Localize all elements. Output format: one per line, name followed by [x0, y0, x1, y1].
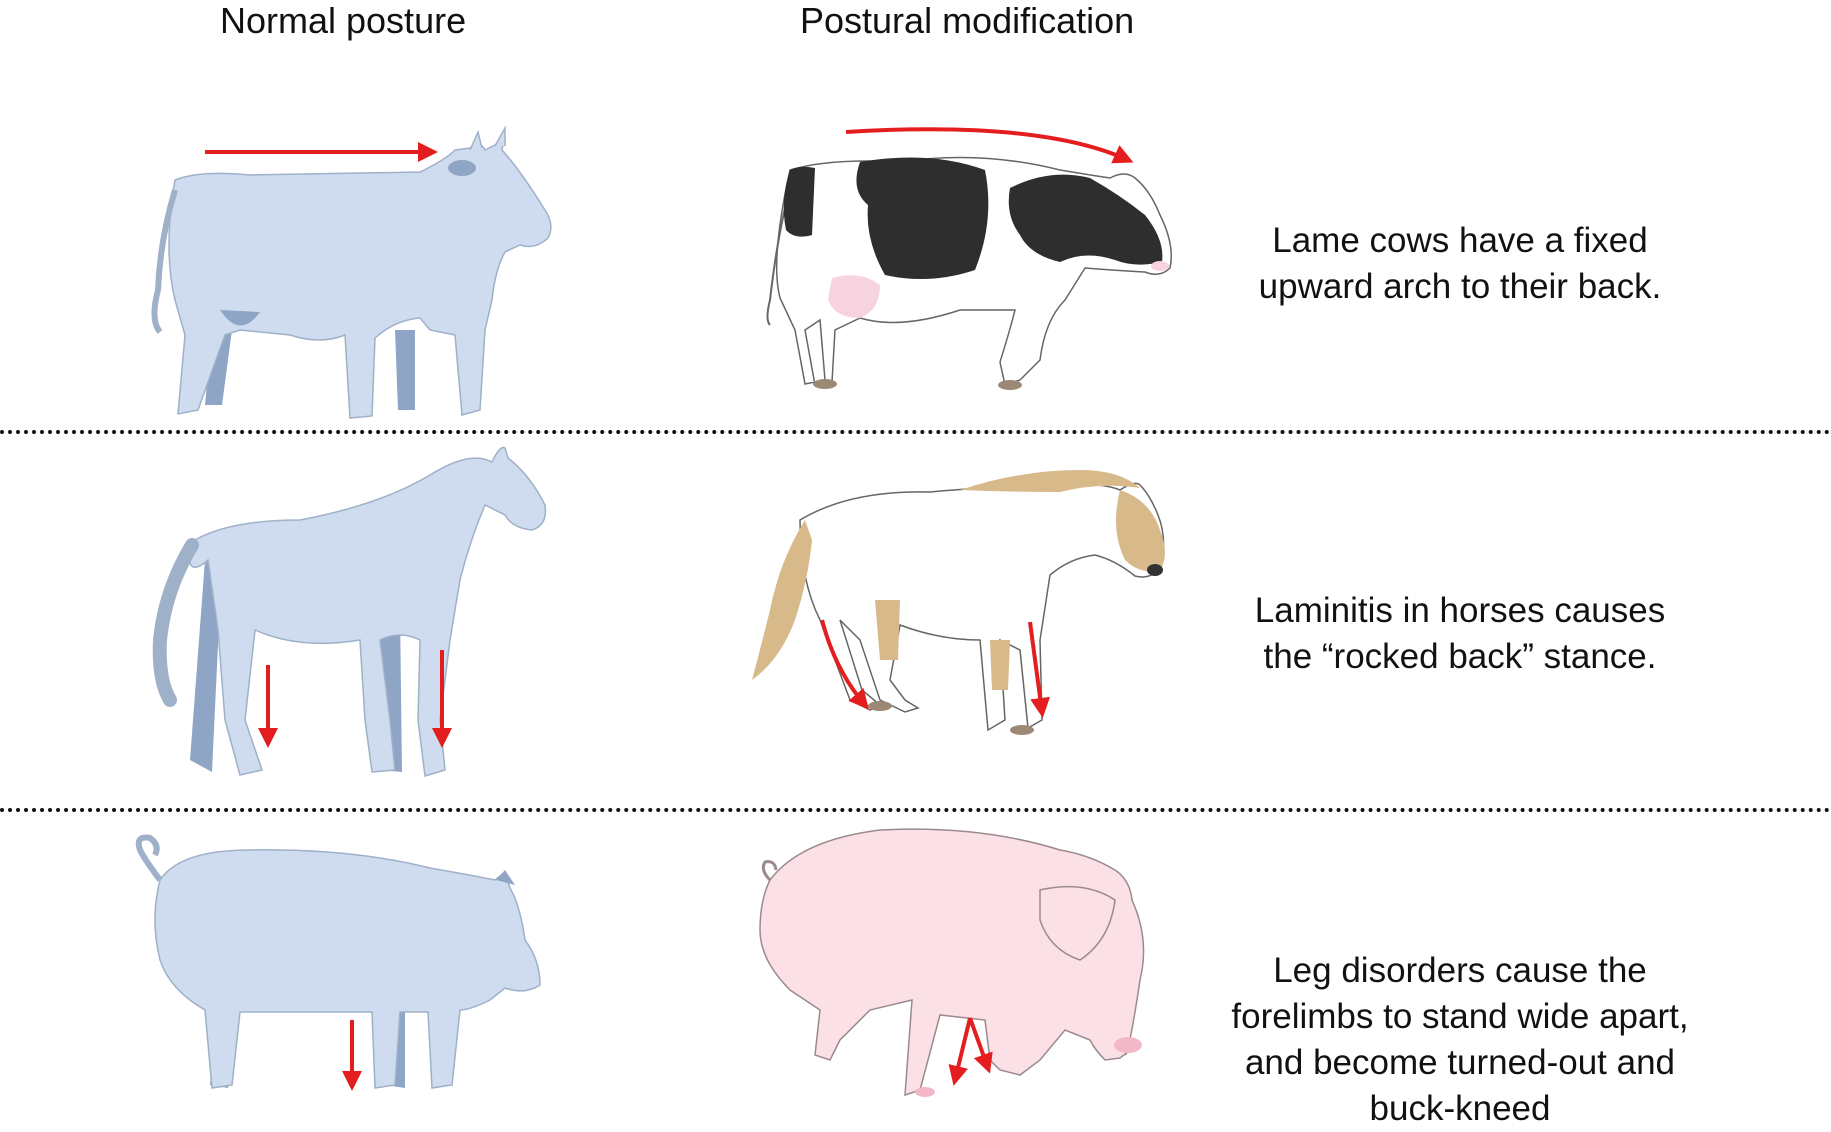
row-divider [0, 430, 1831, 434]
caption-horse: Laminitis in horses causes the “rocked b… [1180, 588, 1740, 680]
header-postural-modification: Postural modification [800, 0, 1135, 41]
pig-normal-silhouette [135, 834, 541, 1089]
row-divider [0, 808, 1831, 812]
caption-cow: Lame cows have a fixed upward arch to th… [1180, 218, 1740, 310]
caption-line: buck-kneed [1369, 1089, 1551, 1128]
cow-normal-silhouette [151, 125, 552, 419]
caption-line: the “rocked back” stance. [1263, 637, 1657, 676]
horse-laminitis-hind-arrow [820, 619, 869, 710]
caption-line: and become turned-out and [1244, 1043, 1676, 1082]
caption-pig: Leg disorders cause the forelimbs to sta… [1180, 948, 1740, 1132]
pig-leg-disorder-arrow-left [948, 1017, 972, 1086]
caption-line: upward arch to their back. [1258, 267, 1662, 306]
cow-lame-illustration [766, 156, 1172, 390]
caption-line: Lame cows have a fixed [1272, 221, 1648, 260]
header-normal-posture: Normal posture [220, 0, 467, 41]
caption-line: Leg disorders cause the [1273, 951, 1647, 990]
pig-leg-disorder-arrow-right [968, 1017, 993, 1074]
pig-leg-disorder-illustration [759, 828, 1145, 1097]
cow-lame-arched-back-arrow [845, 127, 1134, 164]
horse-laminitis-illustration [752, 470, 1165, 735]
horse-normal-silhouette [152, 446, 547, 777]
caption-line: Laminitis in horses causes [1254, 591, 1666, 630]
caption-line: forelimbs to stand wide apart, [1231, 997, 1689, 1036]
horse-laminitis-fore-arrow [1028, 621, 1051, 718]
